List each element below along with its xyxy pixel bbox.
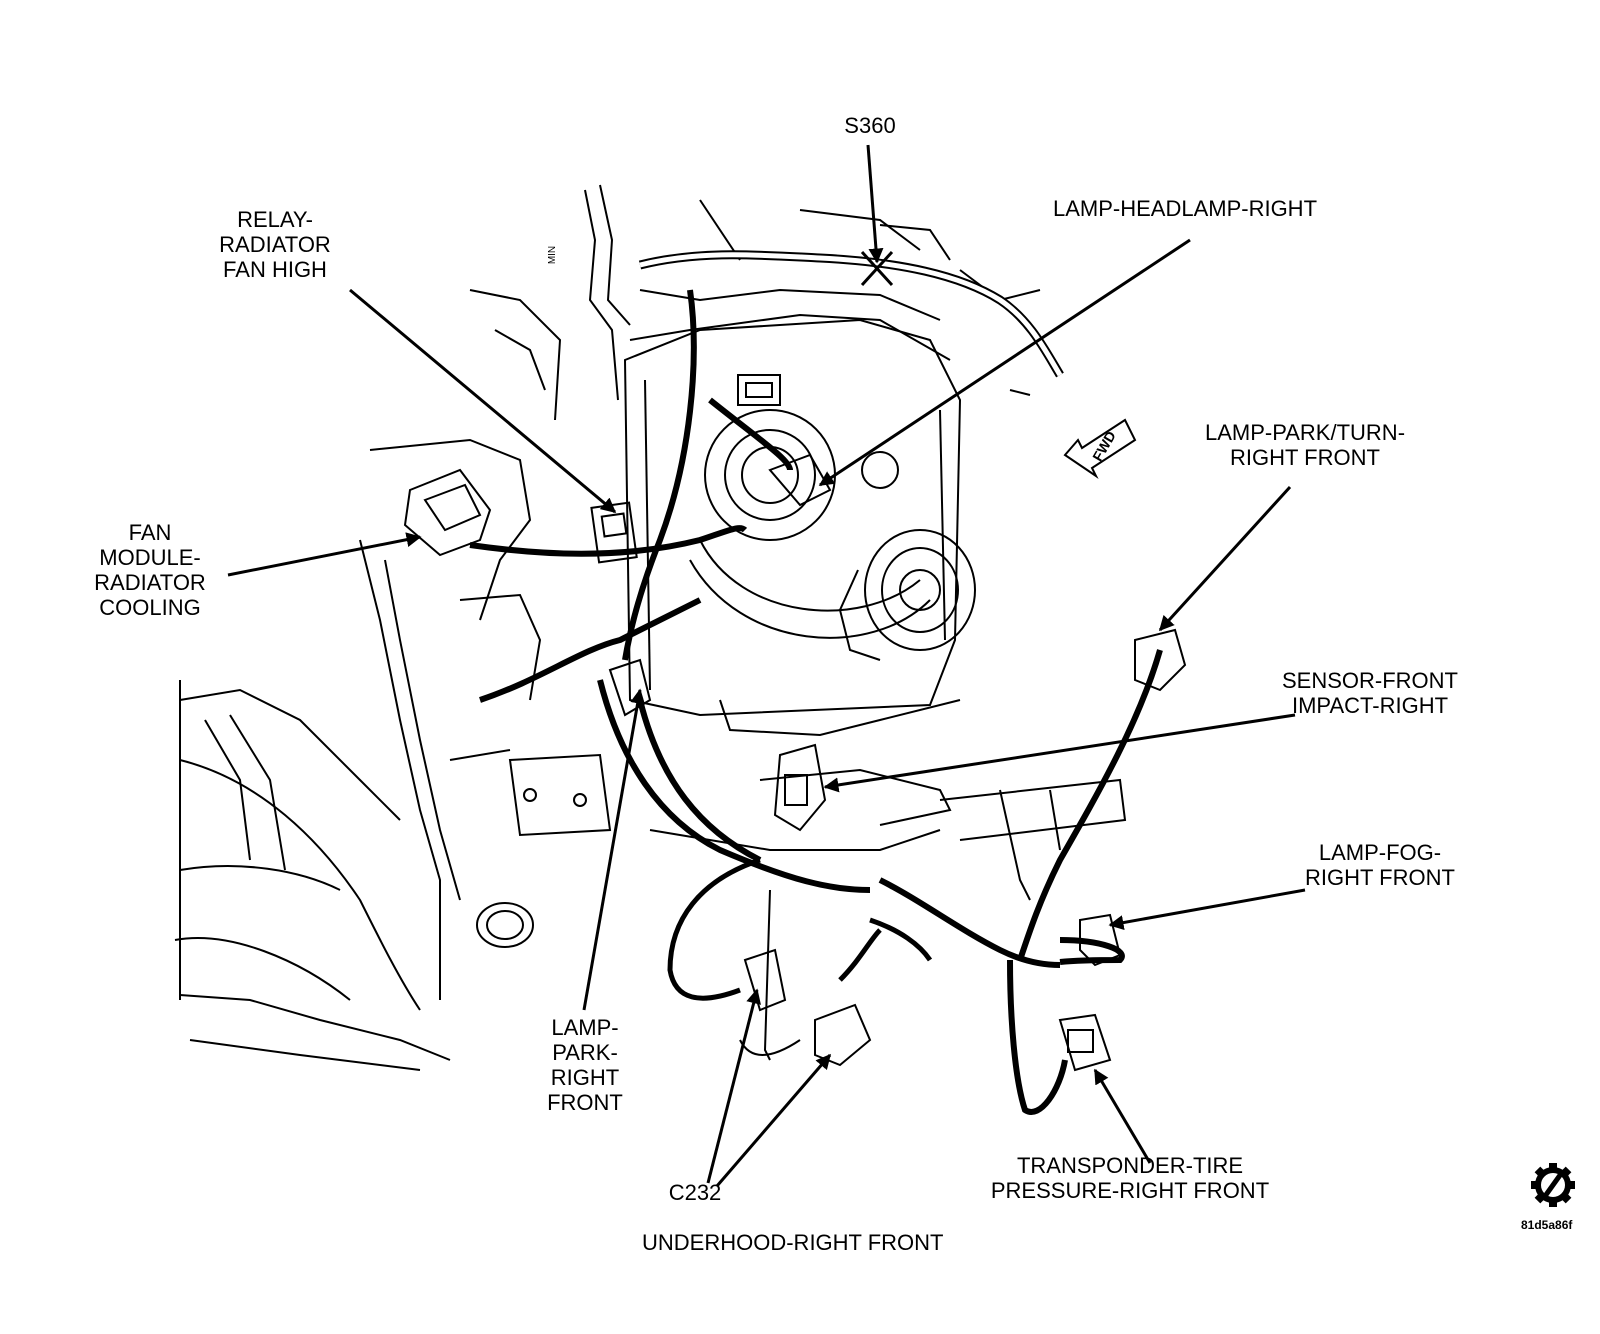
label-line: C232 [668, 1180, 722, 1205]
label-line: RADIATOR [219, 232, 331, 257]
label-line: LAMP-FOG- [1318, 840, 1442, 865]
label-c232: C232 [645, 1180, 745, 1205]
label-line: LAMP- [551, 1015, 619, 1040]
label-line: PRESSURE-RIGHT FRONT [990, 1178, 1270, 1203]
label-line: COOLING [99, 595, 201, 620]
label-line: LAMP-PARK/TURN- [1204, 420, 1406, 445]
label-lamp-fog-right-front: LAMP-FOG-RIGHT FRONT [1280, 840, 1480, 890]
image-code: 81d5a86f [1521, 1218, 1573, 1232]
leader-park-turn [1158, 485, 1292, 632]
label-line: FAN HIGH [223, 257, 327, 282]
label-lamp-headlamp-right: LAMP-HEADLAMP-RIGHT [1025, 196, 1345, 221]
leader-s360 [866, 144, 884, 264]
leader-relay [349, 288, 617, 514]
gear-slash-icon [1531, 1163, 1575, 1207]
label-line: RIGHT FRONT [1230, 445, 1380, 470]
label-line: FRONT [547, 1090, 623, 1115]
leader-fog [1108, 888, 1306, 930]
leader-park [582, 688, 646, 1011]
vehicle-structure-drawing [174, 184, 1127, 1071]
leader-headlamp [818, 238, 1191, 487]
label-line: IMPACT-RIGHT [1291, 693, 1449, 718]
diagram-title: UNDERHOOD-RIGHT FRONT [642, 1230, 944, 1255]
leader-impact-sensor [823, 713, 1296, 793]
wiring-harness-drawing [469, 250, 1163, 1115]
label-line: PARK- [552, 1040, 618, 1065]
leader-tpm [1093, 1068, 1152, 1164]
label-line: RIGHT [550, 1065, 620, 1090]
label-line: SENSOR-FRONT [1282, 668, 1458, 693]
leader-fan-module [227, 532, 422, 577]
fwd-arrow-icon: FWD [1063, 418, 1137, 479]
label-lamp-park-turn-right-front: LAMP-PARK/TURN-RIGHT FRONT [1175, 420, 1435, 470]
label-line: LAMP-HEADLAMP-RIGHT [1052, 196, 1318, 221]
label-line: RADIATOR [94, 570, 206, 595]
leader-lines [227, 144, 1306, 1187]
label-line: TRANSPONDER-TIRE [1016, 1153, 1244, 1178]
label-line: S360 [844, 113, 896, 138]
leader-c232-a [706, 988, 761, 1184]
components-drawing [403, 250, 1187, 1072]
label-line: RELAY- [237, 207, 313, 232]
leader-c232-b [715, 1053, 832, 1187]
label-line: MODULE- [99, 545, 201, 570]
mini-arrow-text: MIN [547, 246, 558, 264]
label-line: FAN [128, 520, 172, 545]
label-s360: S360 [810, 113, 930, 138]
label-line: RIGHT FRONT [1305, 865, 1455, 890]
